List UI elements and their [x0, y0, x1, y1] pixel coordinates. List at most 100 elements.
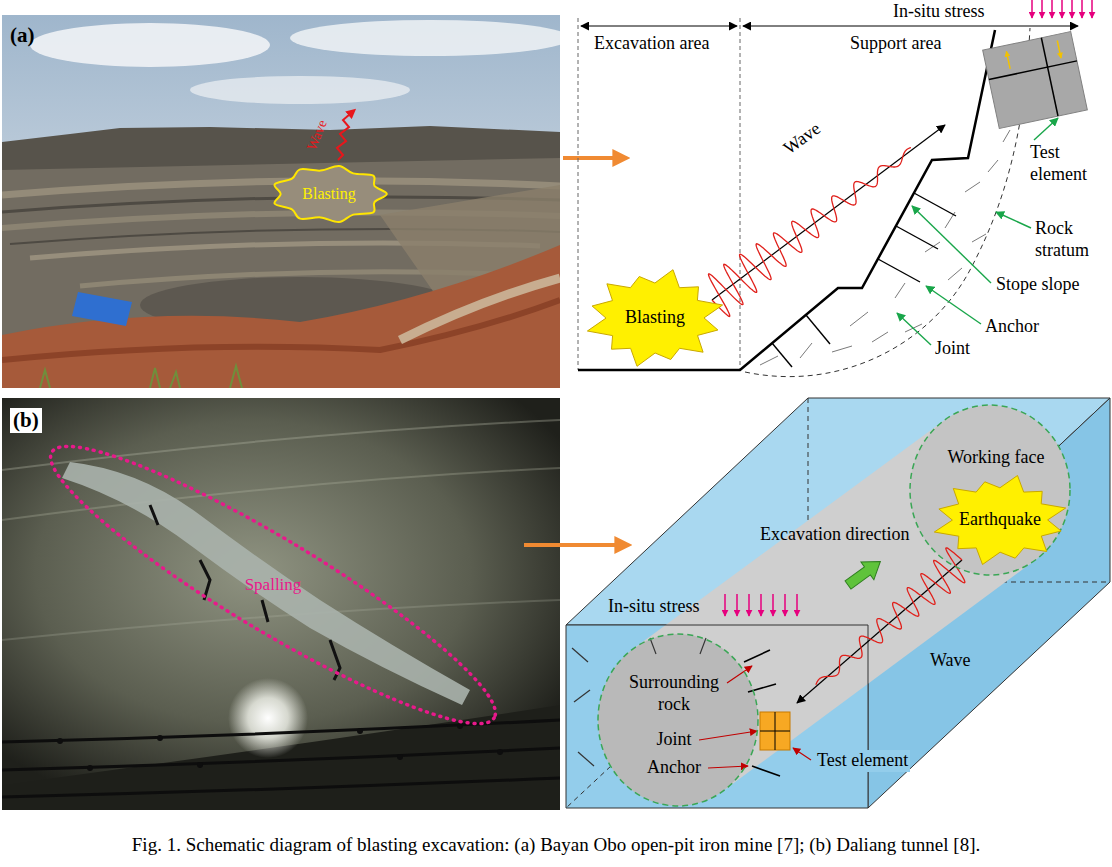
mine-photo [2, 245, 560, 388]
tunnel-photo [457, 723, 463, 729]
face-label: Working face [947, 447, 1044, 469]
joint-line [850, 312, 868, 326]
anchor-bolt [914, 193, 956, 216]
test-element [983, 32, 1088, 129]
stress-arrow [724, 594, 726, 616]
tunnel-photo [2, 748, 560, 770]
mine-photo [2, 158, 560, 388]
mine-photo [190, 76, 410, 104]
zone-label: Support area [850, 33, 941, 55]
tunnel-photo [228, 678, 308, 758]
wave-label: Wave [930, 650, 971, 672]
wave-signal [708, 148, 964, 685]
callout-label: Joint [935, 338, 970, 360]
slope-schematic [743, 26, 1078, 27]
tunnel-schematic [910, 405, 1070, 575]
leader-arrow [912, 206, 991, 283]
callout-label: Anchor [985, 316, 1039, 338]
slope-line [578, 30, 995, 370]
slope-schematic [578, 18, 579, 370]
stress-arrow [1071, 0, 1073, 18]
blast-star: Blasting [585, 268, 725, 368]
tunnel-photo [2, 778, 560, 797]
slope-schematic [578, 0, 1092, 377]
photo-panel: (a)Blasting [2, 15, 560, 388]
slope-schematic [581, 26, 737, 27]
stress-arrow [1041, 0, 1043, 18]
leader-arrow [897, 313, 931, 345]
test-element [1057, 41, 1061, 59]
leader-arrow [699, 731, 757, 740]
joint-line [1003, 130, 1010, 142]
mine-photo [40, 366, 242, 388]
test-element [983, 32, 1088, 129]
mine-photo [400, 278, 560, 340]
tunnel-photo [2, 398, 560, 810]
direction-arrow [842, 553, 887, 594]
tunnel-photo [2, 398, 560, 785]
stress-arrow [760, 594, 762, 616]
stress-arrow [796, 594, 798, 616]
blast-cloud: Blasting [270, 165, 388, 223]
anchor-bolt [744, 650, 770, 662]
anchor-bolt [896, 226, 938, 249]
stress-label: In-situ stress [893, 1, 985, 23]
stress-arrow [772, 594, 774, 616]
figure-caption: Fig. 1. Schematic diagram of blasting ex… [0, 834, 1112, 857]
dashed-ellipse [910, 405, 1070, 575]
callout-label: Rock stratum [1035, 218, 1107, 261]
leader-arrow [926, 286, 981, 324]
photo-panel-outline [2, 398, 560, 810]
joint-line [800, 343, 812, 358]
test-element [1041, 38, 1058, 116]
tunnel-photo [57, 738, 63, 744]
test-element [760, 712, 790, 750]
mine-photo [2, 15, 560, 388]
test-element [1006, 51, 1010, 69]
stress-label: In-situ stress [608, 596, 700, 618]
joint-line [895, 283, 905, 298]
test-element [775, 712, 776, 750]
leader-arrow [727, 666, 752, 683]
panel-arrow [524, 543, 618, 547]
anchor-bolt [878, 259, 920, 282]
joint-line [578, 752, 594, 766]
tunnel-photo [150, 505, 340, 680]
mine-photo [337, 114, 350, 160]
stress-arrow [1091, 0, 1093, 18]
joint-line [650, 638, 656, 654]
joint-line [700, 638, 706, 654]
joint-line [965, 182, 980, 192]
test-element [989, 61, 1077, 80]
tunnel-photo [62, 462, 470, 705]
anchor-bolt [772, 343, 792, 367]
leader-arrow [1034, 118, 1058, 140]
photo-label: Wave [304, 118, 331, 154]
leader-arrow [708, 766, 748, 768]
anchor-bolt [752, 766, 780, 776]
leader-arrow [793, 748, 811, 760]
tunnel-photo [497, 749, 503, 755]
leader-arrow [996, 212, 1031, 228]
earthquake-star: Earthquake [932, 474, 1068, 566]
slope-schematic [740, 18, 741, 370]
stress-arrow [1051, 0, 1053, 18]
wave-signal [708, 148, 910, 317]
joint-line [948, 268, 962, 280]
tunnel-photo [197, 762, 203, 768]
tunnel-photo [2, 420, 560, 470]
spalling-zone: Spalling [38, 440, 508, 730]
dashed-ellipse [598, 634, 758, 806]
star-shape [934, 476, 1065, 565]
tunnel-photo [157, 735, 163, 741]
wave-label: Wave [780, 118, 825, 159]
mine-photo [30, 23, 270, 67]
anchor-bolt [806, 315, 830, 344]
mine-photo [72, 292, 132, 326]
joint-line [572, 648, 588, 662]
panel-tag: (b) [10, 408, 42, 433]
